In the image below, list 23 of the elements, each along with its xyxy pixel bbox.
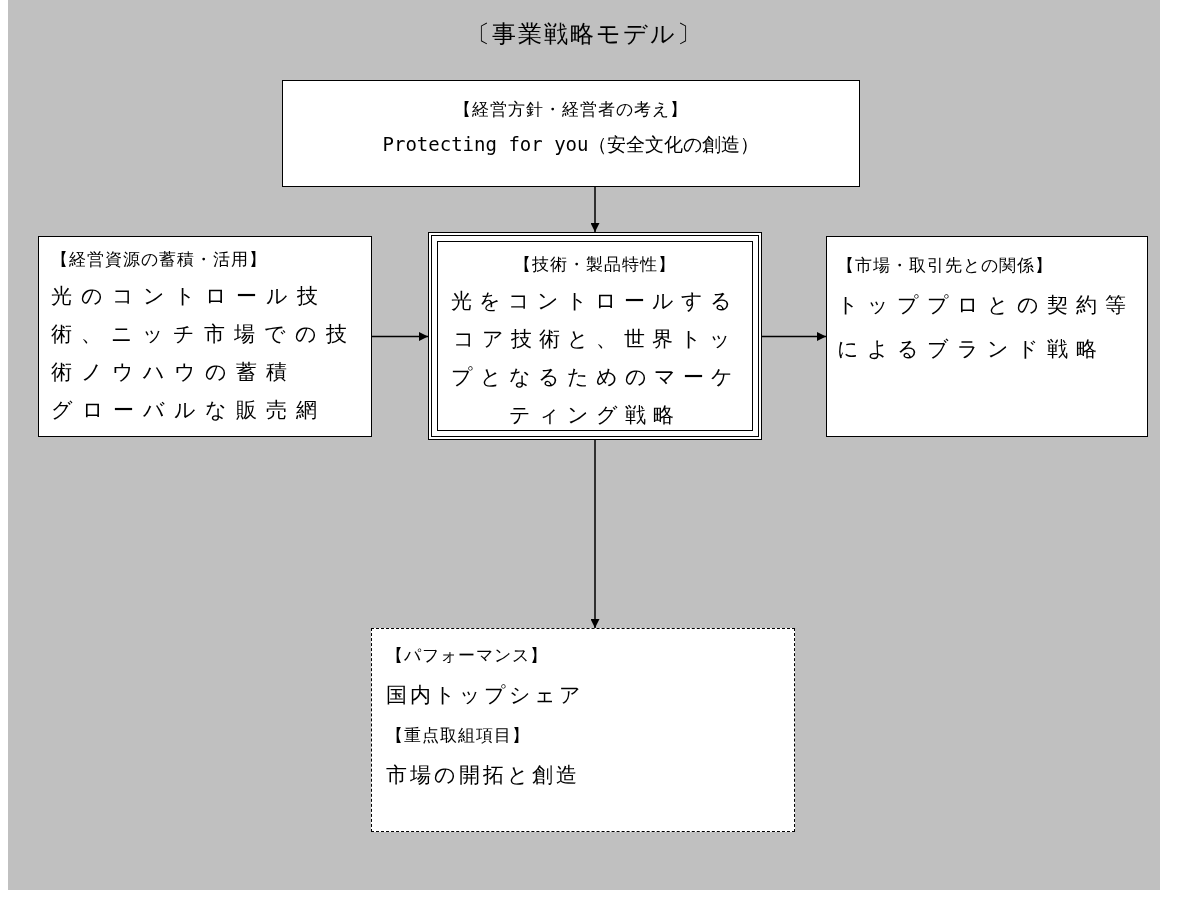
arrow — [590, 439, 600, 629]
text-box — [282, 80, 860, 187]
box-text: トッププロとの契約等によるブランド戦略 — [837, 292, 1135, 363]
text-box — [428, 232, 762, 440]
box-text: 光をコントロールするコア技術と、世界トップとなるためのマーケティング戦略 — [449, 288, 741, 429]
box-text: グローバルな販売網 — [51, 397, 327, 424]
text-box — [826, 236, 1148, 437]
box-text: 光のコントロール技術、ニッチ市場での技術ノウハウの蓄積 — [51, 283, 357, 386]
box-text: 国内トップシェア — [386, 682, 585, 709]
box-heading: 【技術・製品特性】 — [513, 253, 677, 276]
box-text: Protecting for you（安全文化の創造） — [381, 132, 761, 157]
box-heading: 【経営資源の蓄積・活用】 — [51, 248, 268, 271]
diagram-title: 〔事業戦略モデル〕 — [464, 19, 704, 50]
text-box — [371, 628, 795, 832]
arrow — [371, 332, 429, 341]
box-heading: 【重点取組項目】 — [386, 724, 531, 747]
text-box — [38, 236, 372, 437]
arrow — [590, 186, 600, 233]
box-heading: 【市場・取引先との関係】 — [837, 254, 1054, 277]
box-text: 市場の開拓と創造 — [386, 762, 581, 789]
arrow — [761, 332, 827, 341]
box-heading: 【パフォーマンス】 — [386, 644, 549, 667]
box-heading: 【経営方針・経営者の考え】 — [453, 98, 689, 121]
